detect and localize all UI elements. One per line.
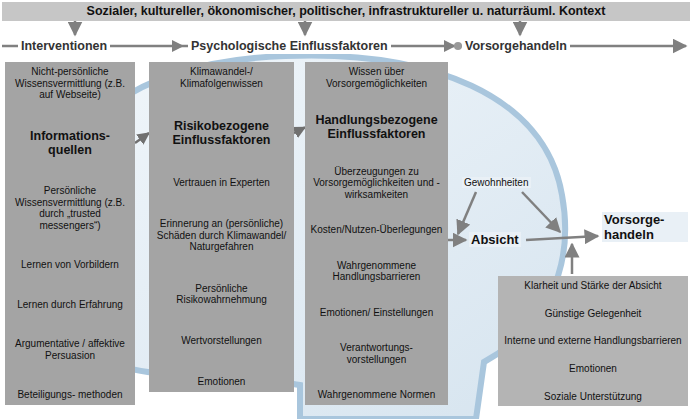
flow-arrow: [448, 239, 466, 242]
factor-text: Lernen durch Erfahrung: [17, 299, 123, 311]
phase-header: Interventionen: [18, 38, 110, 54]
factor-text: Lernen von Vorbildern: [21, 259, 119, 271]
panel-heading: Informations- quellen: [9, 129, 131, 158]
factor-text: Argumentative / affektive Persuasion: [9, 338, 131, 361]
habit-arrow: [458, 192, 476, 234]
action-factor-panel: Wissen über VorsorgemöglichkeitenHandlun…: [305, 62, 448, 405]
timeline-dot: [454, 42, 462, 50]
intention-label: Absicht: [469, 232, 521, 247]
habit-label: Gewohnheiten: [462, 177, 531, 188]
risk-factor-panel: Klimawandel-/ KlimafolgenwissenRisikobez…: [149, 62, 294, 392]
intervention-panel: Nicht-persönliche Wissensvermittlung (z.…: [5, 62, 135, 405]
factor-text: Wahrgenommene Normen: [318, 389, 435, 401]
factor-text: Vertrauen in Experten: [173, 177, 270, 189]
behaviour-label: Vorsorge- handeln: [602, 212, 688, 242]
factor-text: Verantwortungs- vorstellungen: [309, 342, 444, 365]
factor-text: Wahrgenommene Handlungsbarrieren: [309, 260, 444, 283]
timeline-arrowhead: [172, 40, 184, 52]
phase-header: Vorsorgehandeln: [462, 38, 570, 54]
phase-header: Psychologische Einflussfaktoren: [188, 38, 391, 54]
factor-text: Interne und externe Handlungsbarrieren: [504, 335, 681, 347]
factor-text: Emotionen: [569, 363, 617, 375]
panel-heading: Risikobezogene Einflussfaktoren: [153, 119, 290, 148]
panel-heading: Handlungsbezogene Einflussfaktoren: [309, 113, 444, 142]
context-band: Sozialer, kultureller, ökonomischer, pol…: [2, 2, 690, 21]
context-arrow: [519, 21, 522, 35]
factor-text: Emotionen: [198, 376, 246, 388]
habit-arrow: [522, 192, 560, 232]
factor-text: Soziale Unterstützung: [544, 391, 642, 403]
factor-text: Erinnerung an (persönliche) Schäden durc…: [153, 218, 290, 253]
factor-text: Nicht-persönliche Wissensvermittlung (z.…: [9, 66, 131, 101]
factor-text: Persönliche Wissensvermittlung (z.B. dur…: [9, 185, 131, 231]
panel-heading: Sozialer, kultureller, ökonomischer, pol…: [87, 4, 606, 18]
flow-connector: [135, 133, 149, 143]
flow-arrow: [526, 236, 598, 240]
factor-text: Günstige Gelegenheit: [545, 308, 642, 320]
context-arrow: [304, 21, 307, 35]
factor-text: Überzeugungen zu Vorsorgemöglichkeiten u…: [309, 166, 444, 201]
moderator-arrow: [571, 244, 574, 274]
flow-connector: [294, 127, 305, 133]
context-arrow: [74, 21, 77, 35]
factor-text: Wertvorstellungen: [181, 335, 261, 347]
moderator-panel: Klarheit und Stärke der AbsichtGünstige …: [498, 276, 688, 406]
factor-text: Kosten/Nutzen-Überlegungen: [311, 224, 443, 236]
factor-text: Klimawandel-/ Klimafolgenwissen: [153, 66, 290, 89]
factor-text: Beteiligungs- methoden: [17, 389, 122, 401]
factor-text: Emotionen/ Einstellungen: [320, 307, 433, 319]
factor-text: Persönliche Risikowahrnehmung: [153, 283, 290, 306]
factor-text: Wissen über Vorsorgemöglichkeiten: [309, 66, 444, 89]
factor-text: Klarheit und Stärke der Absicht: [524, 280, 661, 292]
